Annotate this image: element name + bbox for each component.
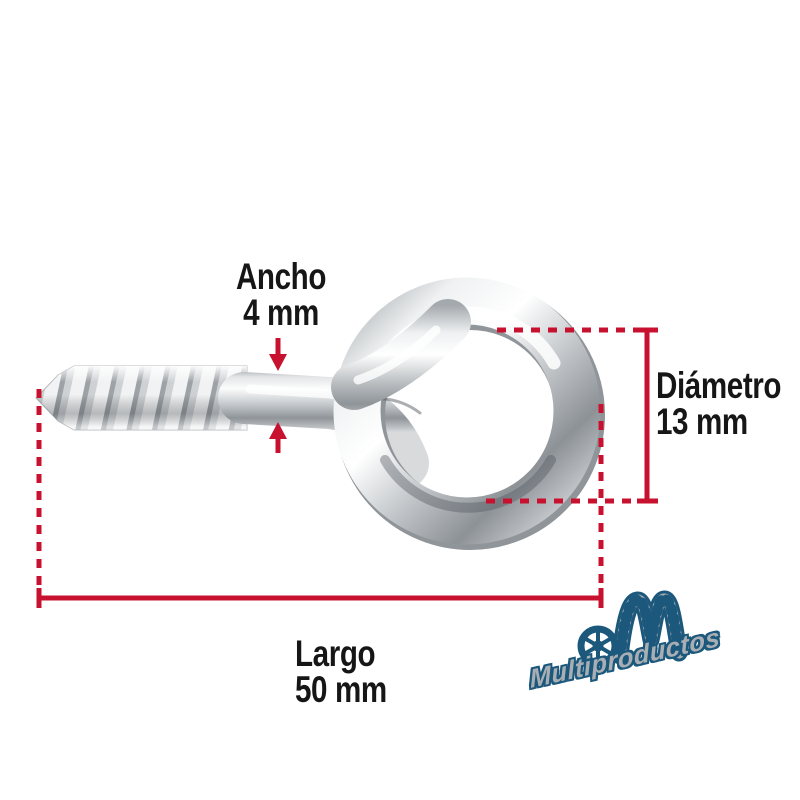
diametro-value-text: 13 mm: [656, 401, 748, 442]
eye-screw-image: [35, 277, 605, 550]
screw-wire-end: [331, 299, 471, 415]
screw-eye-loop: [333, 277, 605, 550]
largo-label: Largo 50 mm: [295, 633, 387, 710]
largo-dimension-lines: [36, 389, 604, 608]
arrow-down-icon: [269, 338, 287, 371]
diametro-dimension-lines: [486, 327, 658, 504]
screw-thread: [35, 365, 248, 431]
ancho-value-text: 4 mm: [243, 292, 319, 333]
ancho-label-text: Ancho: [235, 256, 327, 297]
ancho-dimension-arrows: [269, 338, 287, 453]
film-reel-icon: [577, 625, 619, 667]
diametro-label: Diámetro 13 mm: [656, 365, 782, 442]
largo-label-text: Largo: [295, 633, 376, 674]
largo-value-text: 50 mm: [295, 669, 387, 710]
arrow-up-icon: [269, 422, 287, 453]
diametro-label-text: Diámetro: [656, 365, 782, 406]
multiproductos-logo: [577, 590, 688, 667]
ancho-label: Ancho 4 mm: [217, 256, 345, 333]
logo-monogram-m: [611, 590, 688, 665]
